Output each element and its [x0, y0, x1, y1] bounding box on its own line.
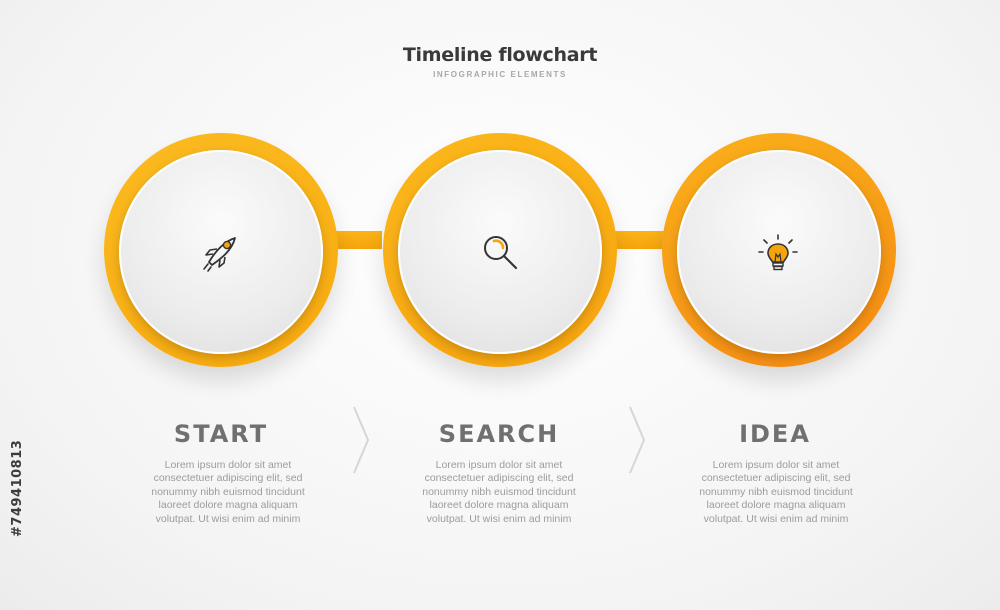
description-line: Lorem ipsum dolor sit amet	[435, 459, 563, 471]
step-1-title: START	[173, 420, 269, 448]
description-line: volutpat. Ut wisi enim ad minim	[155, 512, 301, 525]
page-subtitle: INFOGRAPHIC ELEMENTS	[433, 70, 567, 79]
description-line: consectetuer adipiscing elit, sed	[701, 472, 851, 485]
connector-1-2	[330, 231, 382, 249]
chevron-right-icon	[352, 405, 370, 475]
description-line: consectetuer adipiscing elit, sed	[424, 472, 574, 485]
description-line: laoreet dolore magna aliquam	[158, 499, 298, 512]
magnifier-icon	[478, 230, 522, 274]
rocket-icon	[199, 230, 243, 274]
step-1-description: Lorem ipsum dolor sit amet consectetuer …	[128, 459, 328, 526]
description-line: nonummy nibh euismod tincidunt	[699, 485, 853, 498]
step-3-title: IDEA	[739, 420, 811, 448]
page-title: Timeline flowchart	[402, 44, 598, 66]
step-2-disc	[398, 150, 602, 354]
description-line: nonummy nibh euismod tincidunt	[151, 485, 305, 498]
connector-2-3	[612, 231, 664, 249]
description-line: Lorem ipsum dolor sit amet	[712, 459, 840, 471]
description-line: volutpat. Ut wisi enim ad minim	[703, 512, 849, 525]
step-2-title: SEARCH	[438, 420, 560, 448]
step-3-description: Lorem ipsum dolor sit amet consectetuer …	[676, 459, 876, 526]
lightbulb-icon	[756, 232, 800, 276]
description-line: volutpat. Ut wisi enim ad minim	[426, 512, 572, 525]
stock-id-label: #749410813	[10, 439, 25, 537]
chevron-right-icon	[628, 405, 646, 475]
description-line: laoreet dolore magna aliquam	[706, 499, 846, 512]
description-line: laoreet dolore magna aliquam	[429, 499, 569, 512]
step-2-description: Lorem ipsum dolor sit amet consectetuer …	[399, 459, 599, 526]
step-1-disc	[119, 150, 323, 354]
description-line: nonummy nibh euismod tincidunt	[422, 485, 576, 498]
description-line: Lorem ipsum dolor sit amet	[164, 459, 292, 471]
description-line: consectetuer adipiscing elit, sed	[153, 472, 303, 485]
